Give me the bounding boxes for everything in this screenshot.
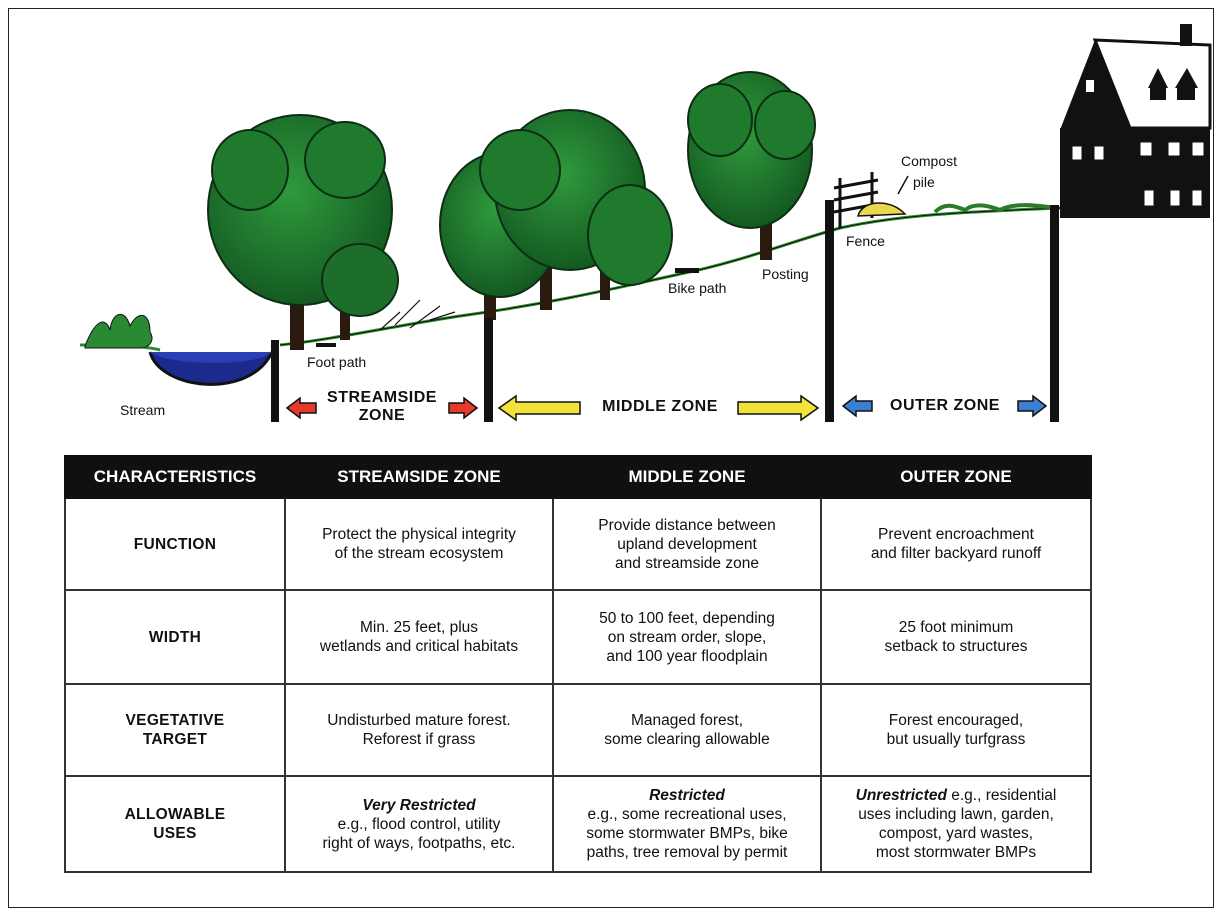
cell-line: right of ways, footpaths, etc.: [322, 834, 516, 852]
riverbank-plant-icon: [84, 314, 153, 349]
row-label-width: WIDTH: [64, 589, 286, 685]
cell-line: wetlands and critical habitats: [319, 638, 519, 655]
cell-line: Reforest if grass: [362, 731, 476, 748]
cell-width-middle: 50 to 100 feet, depending on stream orde…: [552, 589, 822, 685]
cell-line: and streamside zone: [615, 554, 759, 572]
cell-vegetative-middle: Managed forest, some clearing allowable: [552, 683, 822, 777]
cell-uses-middle: Restricted e.g., some recreational uses,…: [552, 775, 822, 873]
header-outer-zone: OUTER ZONE: [820, 455, 1092, 499]
figure-frame: [8, 8, 1214, 908]
outer-arrow-left: [841, 394, 873, 418]
cell-line: e.g., some recreational uses,: [587, 806, 787, 823]
row-label-allowable-uses: ALLOWABLE USES: [64, 775, 286, 873]
middle-zone-label: MIDDLE ZONE: [602, 398, 718, 415]
cell-line: 25 foot minimum: [898, 619, 1014, 636]
streamside-arrow-right: [448, 396, 479, 420]
cell-line: Undisturbed mature forest.: [327, 712, 511, 729]
cell-line: uses including lawn, garden,: [858, 806, 1054, 823]
cell-emphasis: Restricted: [649, 787, 725, 804]
house-icon: [1060, 24, 1212, 218]
cell-line: 50 to 100 feet, depending: [599, 609, 775, 627]
foot-path-label: Foot path: [307, 354, 367, 370]
cell-line: some clearing allowable: [604, 731, 770, 748]
cell-line: some stormwater BMPs, bike: [586, 825, 788, 842]
row-label-line: USES: [153, 825, 197, 842]
table-row: FUNCTION Protect the physical integrity …: [64, 497, 1092, 591]
table-header-row: CHARACTERISTICS STREAMSIDE ZONE MIDDLE Z…: [64, 455, 1092, 499]
table-row: VEGETATIVE TARGET Undisturbed mature for…: [64, 683, 1092, 777]
row-label-line: VEGETATIVE: [125, 712, 225, 729]
cell-function-middle: Provide distance between upland developm…: [552, 497, 822, 591]
header-characteristics: CHARACTERISTICS: [64, 455, 286, 499]
compost-label-line2: pile: [913, 174, 935, 190]
cell-vegetative-streamside: Undisturbed mature forest. Reforest if g…: [284, 683, 554, 777]
compost-pile-icon: [857, 202, 907, 217]
row-label-vegetative-target: VEGETATIVE TARGET: [64, 683, 286, 777]
cell-line: Forest encouraged,: [888, 712, 1024, 729]
outer-arrow-right: [1017, 394, 1048, 418]
cell-line: of the stream ecosystem: [334, 545, 504, 562]
cell-width-outer: 25 foot minimum setback to structures: [820, 589, 1092, 685]
tree-icon: [207, 114, 399, 317]
cell-line: Prevent encroachment: [878, 526, 1034, 543]
buffer-zone-table: CHARACTERISTICS STREAMSIDE ZONE MIDDLE Z…: [64, 455, 1092, 873]
bike-path-label: Bike path: [668, 280, 727, 296]
streamside-zone-label-line1: STREAMSIDE: [327, 389, 437, 406]
cell-line: compost, yard wastes,: [878, 825, 1034, 842]
header-middle-zone: MIDDLE ZONE: [552, 455, 822, 499]
cell-uses-streamside: Very Restricted e.g., flood control, uti…: [284, 775, 554, 873]
riparian-buffer-illustration: [79, 24, 1212, 422]
cell-line: but usually turfgrass: [886, 731, 1026, 748]
tree-icon: [687, 71, 816, 229]
cell-line: e.g., flood control, utility: [337, 815, 501, 833]
compost-leader-line: [897, 175, 909, 195]
lawn-shrubs: [933, 203, 1056, 214]
brush-icon: [379, 299, 456, 331]
streamside-zone-label-line2: ZONE: [358, 407, 406, 424]
table-row: ALLOWABLE USES Very Restricted e.g., flo…: [64, 775, 1092, 873]
cell-emphasis: Very Restricted: [362, 796, 476, 814]
row-label-line: ALLOWABLE: [124, 806, 226, 823]
cell-line: setback to structures: [884, 638, 1028, 655]
stream-icon: [148, 351, 274, 386]
fence-label: Fence: [846, 233, 885, 249]
middle-arrow-right: [737, 394, 820, 422]
cell-line: on stream order, slope,: [607, 628, 767, 646]
cell-function-outer: Prevent encroachment and filter backyard…: [820, 497, 1092, 591]
cell-line: Provide distance between: [598, 516, 776, 534]
tree-icon: [439, 109, 673, 298]
cell-function-streamside: Protect the physical integrity of the st…: [284, 497, 554, 591]
cell-line: and filter backyard runoff: [870, 545, 1042, 562]
foot-path-marker: [316, 343, 336, 347]
cell-line: Protect the physical integrity: [322, 526, 516, 543]
middle-arrow-left: [497, 394, 581, 422]
header-streamside-zone: STREAMSIDE ZONE: [284, 455, 554, 499]
cell-line: and 100 year floodplain: [606, 647, 768, 665]
bike-path-marker: [675, 268, 699, 273]
cell-text: e.g., residential: [946, 787, 1057, 804]
cell-emphasis: Unrestricted: [855, 787, 947, 804]
stream-label: Stream: [120, 402, 166, 418]
cell-width-streamside: Min. 25 feet, plus wetlands and critical…: [284, 589, 554, 685]
cell-line: upland development: [617, 535, 757, 553]
cell-line: paths, tree removal by permit: [586, 844, 788, 861]
cell-line: most stormwater BMPs: [875, 844, 1037, 861]
cell-line: Min. 25 feet, plus: [359, 619, 479, 636]
row-label-line: TARGET: [142, 731, 208, 748]
row-label-function: FUNCTION: [64, 497, 286, 591]
outer-zone-label: OUTER ZONE: [890, 397, 1000, 414]
cell-uses-outer: Unrestricted e.g., residential uses incl…: [820, 775, 1092, 873]
zone-boundary-posts: [271, 200, 1059, 422]
cell-line: Managed forest,: [630, 712, 743, 729]
fence-icon: [833, 172, 879, 228]
compost-label-line1: Compost: [901, 153, 958, 169]
cell-line: Unrestricted e.g., residential: [828, 786, 1084, 805]
table-row: WIDTH Min. 25 feet, plus wetlands and cr…: [64, 589, 1092, 685]
streamside-zone-label: STREAMSIDE ZONE: [318, 389, 446, 425]
cell-vegetative-outer: Forest encouraged, but usually turfgrass: [820, 683, 1092, 777]
posting-label: Posting: [762, 266, 809, 282]
streamside-arrow-left: [285, 396, 317, 420]
